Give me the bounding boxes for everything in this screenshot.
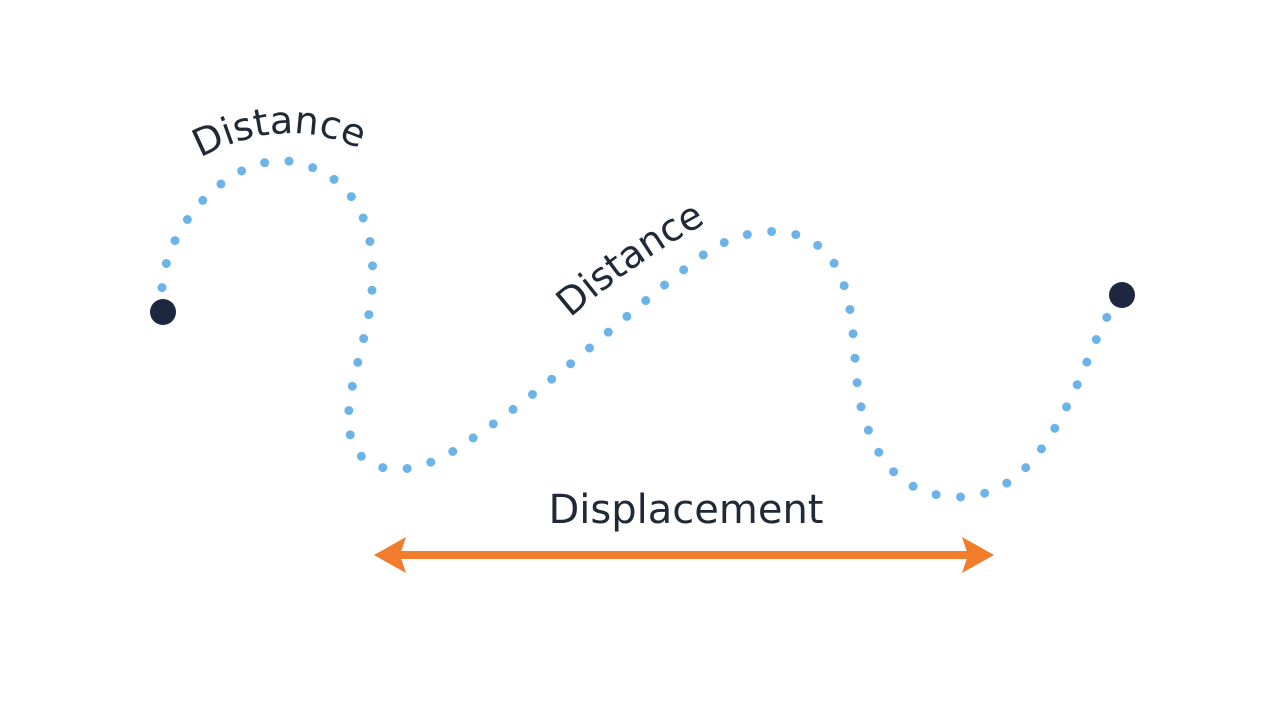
start-point xyxy=(150,299,176,325)
arrow-head-right xyxy=(962,537,994,573)
displacement-arrow xyxy=(374,537,994,573)
displacement-label: Displacement xyxy=(549,487,824,533)
distance-label-2: Distance xyxy=(548,192,711,324)
end-point xyxy=(1109,282,1135,308)
distance-label-1: Distance xyxy=(185,98,372,166)
distance-path xyxy=(157,156,1127,502)
arrow-head-left xyxy=(374,537,406,573)
